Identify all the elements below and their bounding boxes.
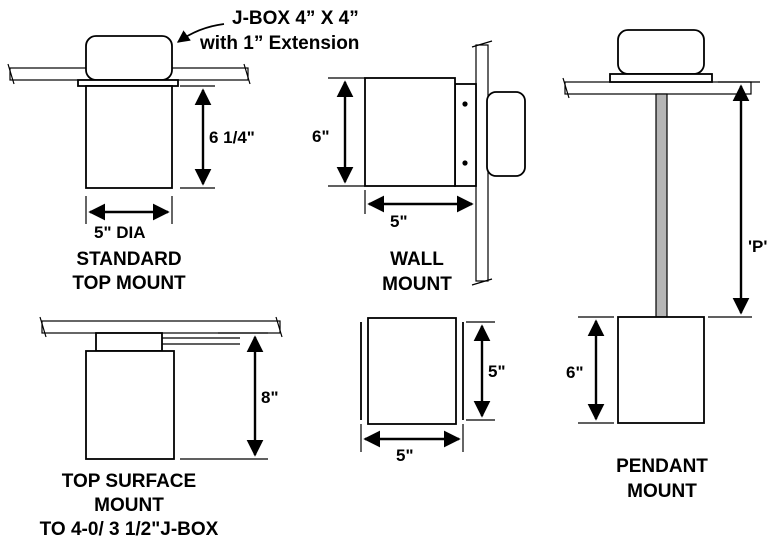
break-mark [39,316,47,338]
break-mark [562,77,570,99]
diameter-dimension: 5" DIA [94,223,146,242]
screw [462,101,468,107]
caption: STANDARD [76,249,181,270]
fixture-body [364,77,456,187]
height-dimension: 6" [566,363,584,382]
caption: PENDANT [616,456,708,477]
caption: WALL [390,249,444,270]
height-dimension: 6 1/4" [209,128,255,147]
caption: MOUNT [627,481,697,502]
height-dimension: 8" [261,388,279,407]
junction-box [486,91,526,177]
pendant-mount: 'P' 6" PENDANT MOUNT [562,29,767,502]
jbox-note: J-BOX 4” X 4” with 1” Extension [176,8,359,54]
ceiling-slab [564,81,752,95]
break-mark [275,316,283,338]
fixture-body [617,316,705,424]
top-surface-mount: 8" TOP SURFACE MOUNT TO 4-0/ 3 1/2"J-BOX [39,316,283,540]
ceiling-slab [41,320,281,334]
junction-box-extension [95,332,163,352]
caption: MOUNT [382,274,452,295]
mounting-plate [454,83,477,187]
note-line: J-BOX 4” X 4” [232,8,359,29]
height-dimension: 6" [312,127,330,146]
screw [462,160,468,166]
standard-top-mount: 6 1/4" 5" DIA STANDARD TOP MOUNT [7,35,255,294]
break-mark [7,63,15,85]
note-line: with 1” Extension [199,33,359,54]
fixture-body [85,85,173,189]
break-mark [471,40,493,48]
caption: TOP SURFACE [62,471,196,492]
caption: TO 4-0/ 3 1/2"J-BOX [40,519,219,540]
break-mark [471,278,493,286]
pendant-stem [655,93,668,318]
canopy [609,73,713,83]
height-dimension: 5" [488,362,506,381]
caption: TOP MOUNT [72,273,186,294]
junction-box [617,29,705,75]
wall-mount: 6" 5" WALL MOUNT [312,40,526,295]
length-dimension: 'P' [748,237,767,256]
caption: MOUNT [94,495,164,516]
square-view: 5" 5" [360,317,506,465]
fixture-body [367,317,457,425]
junction-box [85,35,173,81]
width-dimension: 5" [396,446,414,465]
depth-dimension: 5" [390,212,408,231]
fixture-body [85,350,175,460]
break-mark [243,63,251,85]
